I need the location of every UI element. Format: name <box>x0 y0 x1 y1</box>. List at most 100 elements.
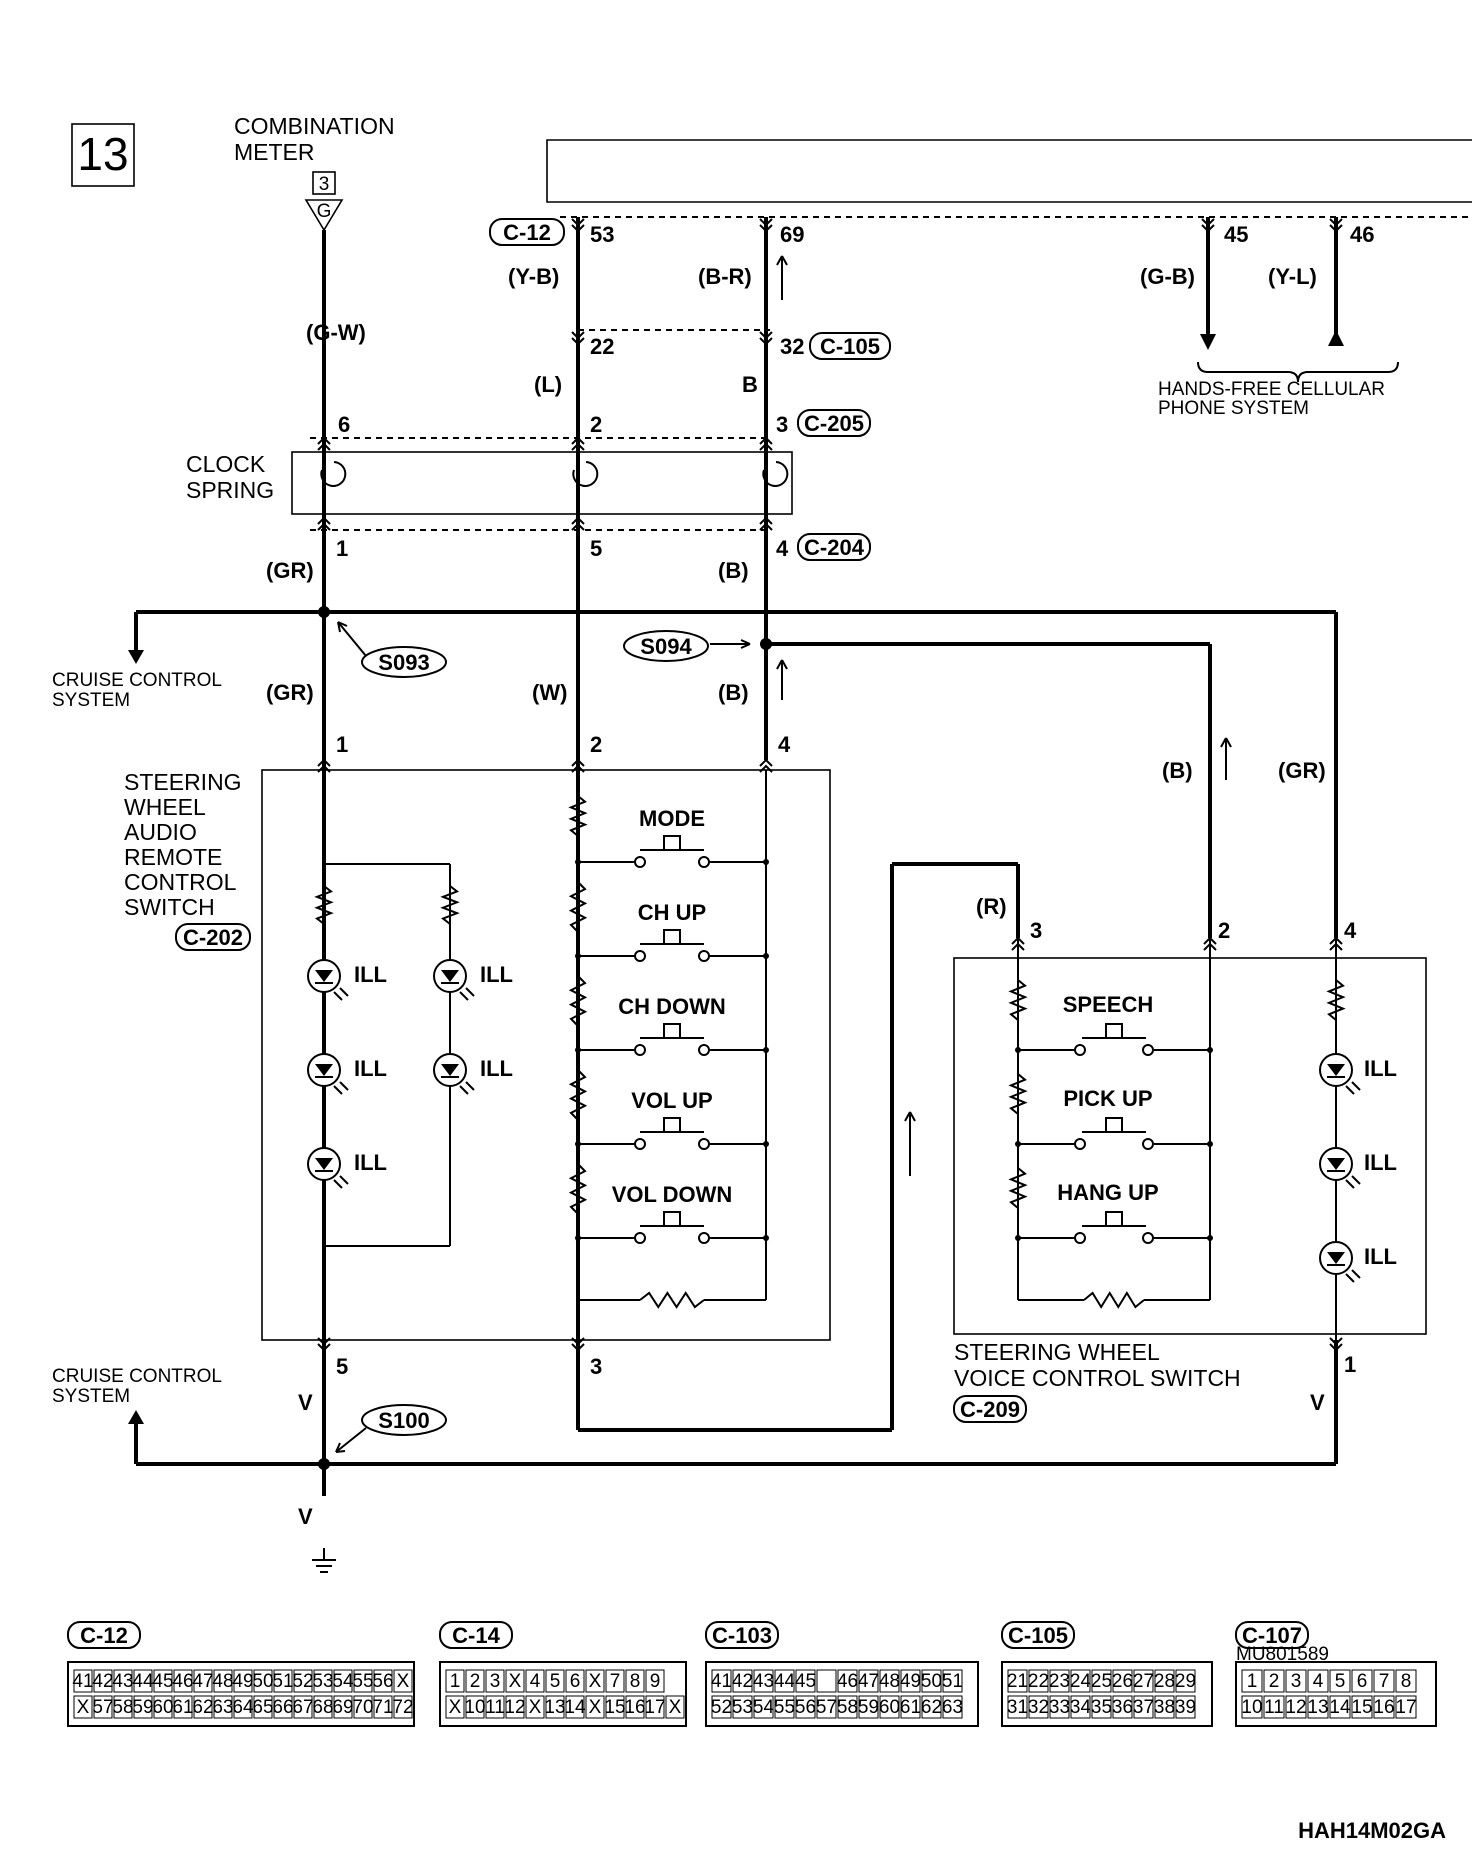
connector-pin: X <box>529 1697 542 1718</box>
connector-pin: X <box>449 1697 462 1718</box>
connector-pin: 52 <box>292 1671 313 1692</box>
voice-button-0 <box>1015 1023 1213 1056</box>
c105-pill: C-105 <box>809 332 891 360</box>
ill-a2: ILL <box>354 1056 387 1081</box>
connector-pin: 12 <box>504 1697 525 1718</box>
led-v2 <box>1319 1147 1361 1189</box>
wire-color-gb: (G-B) <box>1140 264 1195 289</box>
c209-pill: C-209 <box>953 1395 1027 1423</box>
connector-pin: 16 <box>624 1697 645 1718</box>
audio-pin-4: 4 <box>778 732 791 757</box>
wire-color-l: (L) <box>534 372 562 397</box>
connector-pin: 54 <box>332 1671 354 1692</box>
cruise-control-label-2: SYSTEM <box>52 690 130 711</box>
combination-meter-label-2: METER <box>234 139 315 165</box>
svg-text:S093: S093 <box>378 650 429 675</box>
module-box <box>546 139 1472 203</box>
connector-pin: 2 <box>1269 1671 1280 1692</box>
pin-mark-top-4 <box>571 331 585 346</box>
connector-pin: 4 <box>530 1671 541 1692</box>
pin-mark-1 <box>571 436 585 451</box>
connector-pin: 54 <box>753 1697 775 1718</box>
svg-text:C-204: C-204 <box>804 535 865 560</box>
connector-pin: 1 <box>1247 1671 1258 1692</box>
connector-pin: 29 <box>1175 1671 1196 1692</box>
hands-free-brace <box>1197 361 1399 383</box>
push-button-1 <box>575 929 769 962</box>
cruise-control-label-3: CRUISE CONTROL <box>52 1366 222 1387</box>
connector-pin: 64 <box>232 1697 254 1718</box>
connector-pin: 63 <box>942 1697 963 1718</box>
splice-s094: S094 <box>623 630 709 662</box>
audio-switch-box <box>261 769 831 1341</box>
connector-pin: 42 <box>92 1671 113 1692</box>
connector-pin: 43 <box>753 1671 774 1692</box>
audio-pin-1: 1 <box>336 732 348 757</box>
voice-pin-4: 4 <box>1344 918 1357 943</box>
resistor-ladder-1 <box>568 881 588 933</box>
meter-connector-letter: G <box>317 201 332 222</box>
connector-pin: 27 <box>1133 1671 1154 1692</box>
connector-pin: 32 <box>1028 1697 1049 1718</box>
wire-color-v-2: V <box>298 1504 313 1529</box>
connector-pin: 67 <box>292 1697 313 1718</box>
pin-53: 53 <box>590 222 614 247</box>
pin-1-c204: 1 <box>336 536 348 561</box>
connector-pin: X <box>669 1697 682 1718</box>
connector-pin: 49 <box>900 1671 921 1692</box>
button-ch-up: CH UP <box>638 900 706 925</box>
connector-pin: 4 <box>1313 1671 1324 1692</box>
connector-pin: 34 <box>1070 1697 1092 1718</box>
push-button-3 <box>575 1117 769 1150</box>
connector-pin: 33 <box>1049 1697 1070 1718</box>
connector-pin: 3 <box>1291 1671 1302 1692</box>
resistor-ladder-3 <box>568 1069 588 1121</box>
ill-a5: ILL <box>480 1056 513 1081</box>
resistor-ladder-4 <box>568 1163 588 1215</box>
wire-color-w: (W) <box>532 680 567 705</box>
junction-s100 <box>318 1458 330 1470</box>
audio-pin-3: 3 <box>590 1354 602 1379</box>
connector-pin: 44 <box>132 1671 154 1692</box>
button-hang-up: HANG UP <box>1057 1180 1158 1205</box>
connector-pin: 46 <box>837 1671 858 1692</box>
button-ch-down: CH DOWN <box>618 994 726 1019</box>
audio-label-4: REMOTE <box>124 844 222 870</box>
wire-color-b-3: (B) <box>1162 758 1193 783</box>
connector-pin: 69 <box>332 1697 353 1718</box>
c204-pill: C-204 <box>797 533 871 561</box>
connector-pin: 49 <box>232 1671 253 1692</box>
wire-color-br: (B-R) <box>698 264 752 289</box>
connector-pin: 21 <box>1007 1671 1028 1692</box>
led-a3 <box>307 1147 349 1189</box>
audio-label-5: CONTROL <box>124 869 237 895</box>
connector-pin: X <box>509 1671 522 1692</box>
resistor-led-left <box>314 885 334 925</box>
connector-pin: 71 <box>372 1697 393 1718</box>
connector-pin: X <box>589 1671 602 1692</box>
connector-pin: 42 <box>732 1671 753 1692</box>
wire-color-b-plain: B <box>742 372 758 397</box>
connector-pin: 16 <box>1373 1697 1394 1718</box>
pin-6: 6 <box>338 412 350 437</box>
connector-view-label: C-103 <box>712 1623 772 1648</box>
pin-5-c204: 5 <box>590 536 602 561</box>
wire-color-gr-2: (GR) <box>266 680 314 705</box>
internal-circuits <box>307 218 1361 1352</box>
connector-pin: 62 <box>921 1697 942 1718</box>
svg-text:C-12: C-12 <box>503 220 551 245</box>
connector-pin: 56 <box>372 1671 393 1692</box>
wire-color-b-1: (B) <box>718 558 749 583</box>
pin-mark-bottom-1 <box>571 1337 585 1352</box>
connector-pin: 35 <box>1091 1697 1112 1718</box>
audio-pin-2: 2 <box>590 732 602 757</box>
c12-pill: C-12 <box>489 218 565 246</box>
connector-pin: 23 <box>1049 1671 1070 1692</box>
page-number-box <box>71 123 135 187</box>
clock-spring-box <box>291 451 793 515</box>
connector-pin: 8 <box>1401 1671 1412 1692</box>
connector-pin: 1 <box>450 1671 461 1692</box>
